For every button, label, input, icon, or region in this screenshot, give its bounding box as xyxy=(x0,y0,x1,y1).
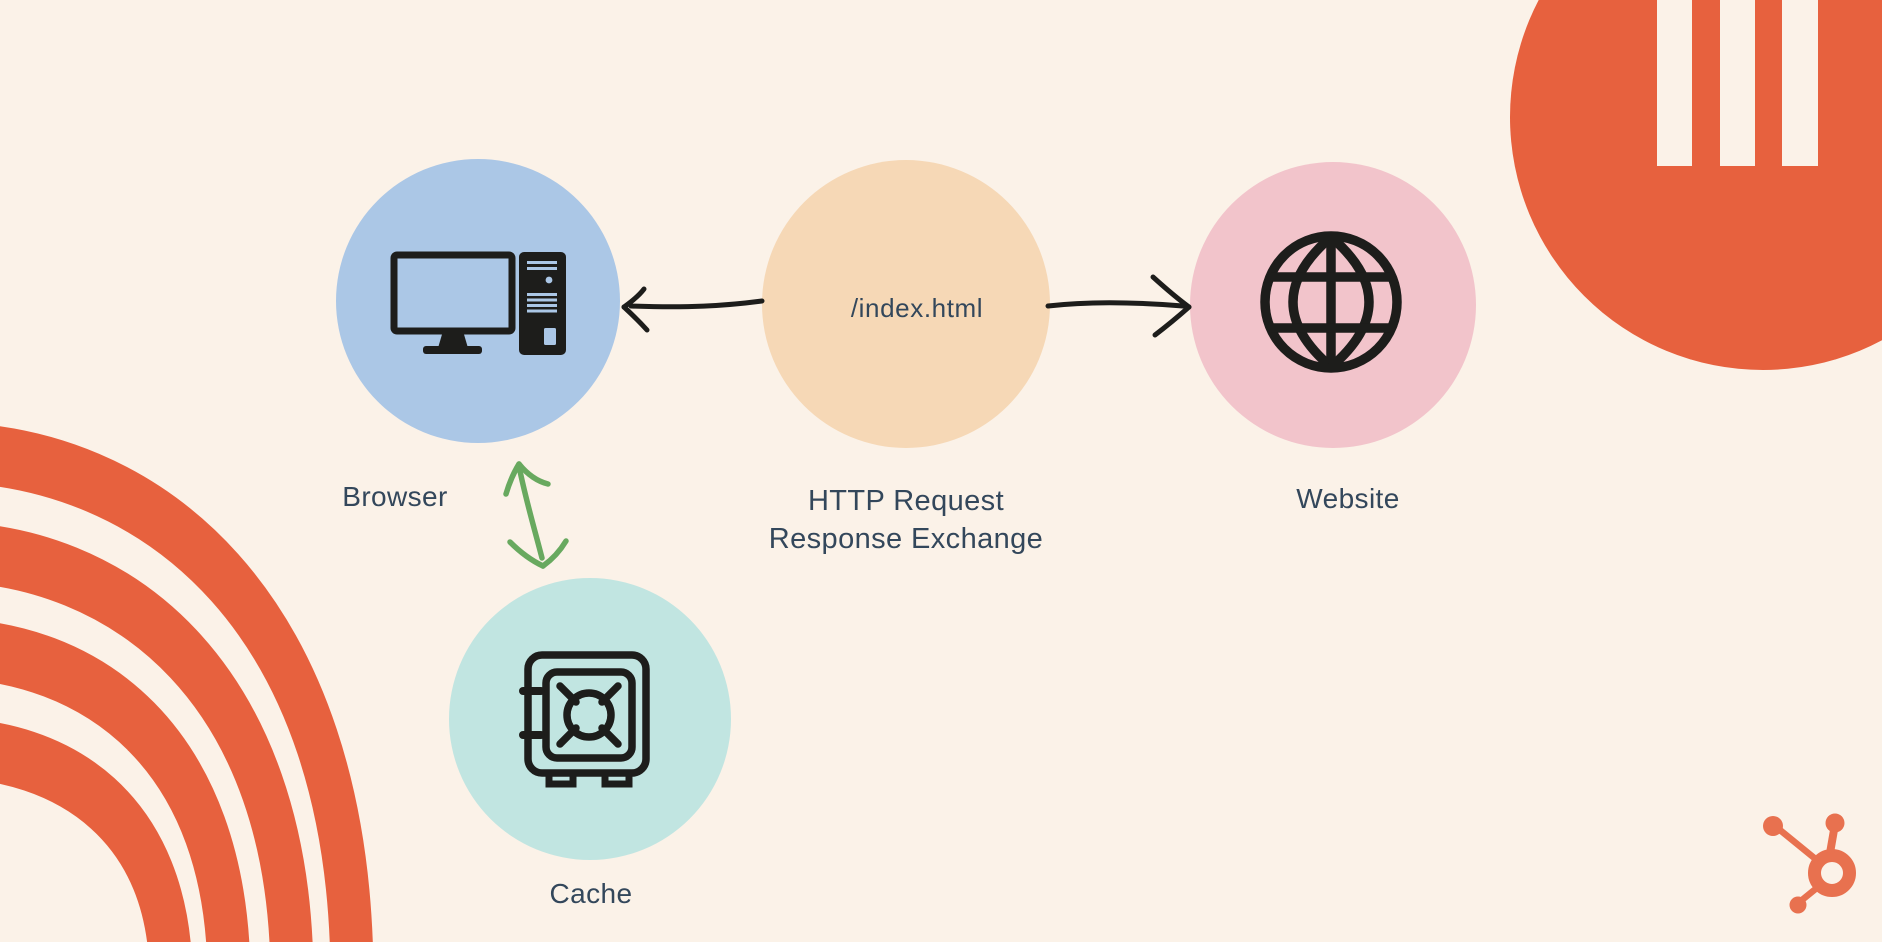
circle-stripe xyxy=(1657,0,1692,166)
arrow-request-to-browser xyxy=(621,286,765,333)
circle-stripe xyxy=(1720,0,1755,166)
desktop-computer-icon xyxy=(390,251,566,355)
browser-label: Browser xyxy=(342,481,448,512)
http-exchange-label: HTTP Request Response Exchange xyxy=(769,482,1043,558)
rainbow-band xyxy=(0,426,373,942)
globe-icon xyxy=(1260,231,1402,373)
circle-stripe xyxy=(1782,0,1818,166)
rainbow-arch-decoration xyxy=(0,426,373,942)
cache-label: Cache xyxy=(549,878,633,909)
request-node-circle xyxy=(762,160,1050,448)
browser-node-circle xyxy=(336,159,620,443)
rainbow-band xyxy=(0,623,250,942)
rainbow-band xyxy=(0,723,191,942)
hubspot-sprocket-logo xyxy=(1763,813,1856,914)
http-exchange-label-line2: Response Exchange xyxy=(768,523,1044,555)
rainbow-band xyxy=(0,526,313,942)
striped-circle-decoration xyxy=(1510,0,1882,370)
arrow-browser-cache xyxy=(503,461,569,569)
http-exchange-label-line1: HTTP Request xyxy=(807,485,1005,517)
arrow-request-to-website xyxy=(1045,274,1192,338)
cache-node-circle xyxy=(449,578,731,860)
website-label: Website xyxy=(1296,483,1400,514)
safe-icon xyxy=(519,651,650,788)
index-html-text: /index.html xyxy=(850,293,984,323)
